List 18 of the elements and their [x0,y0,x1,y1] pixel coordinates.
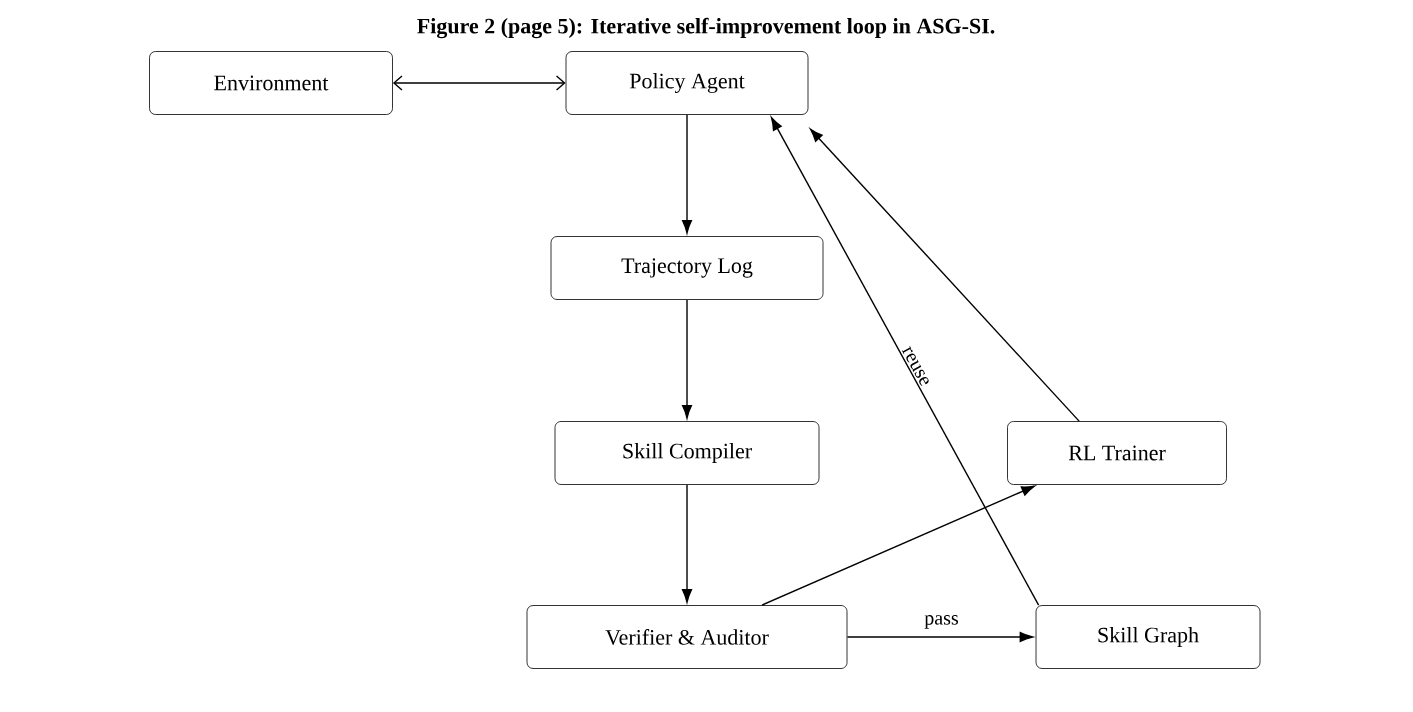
process-box: Environment [149,51,393,115]
process-box: Verifier & Auditor [526,605,848,669]
arrow [809,128,1080,422]
process-box: Trajectory Log [550,236,824,300]
arrow [681,299,693,419]
edge-label: reuse [900,344,932,389]
arrow [761,485,1035,606]
arrow [392,75,566,91]
process-box: Skill Compiler [554,421,820,485]
process-box: RL Trainer [1007,421,1227,485]
arrow [770,116,1040,606]
arrow [846,631,1034,643]
process-box: Skill Graph [1035,605,1261,669]
edge-label: pass [923,614,960,630]
figure-title: Figure 2 (page 5): Iterative self-improvement loop in ASG-SI. [417,17,995,39]
arrow [681,484,693,603]
process-box: Policy Agent [565,51,809,115]
arrow [681,114,693,234]
